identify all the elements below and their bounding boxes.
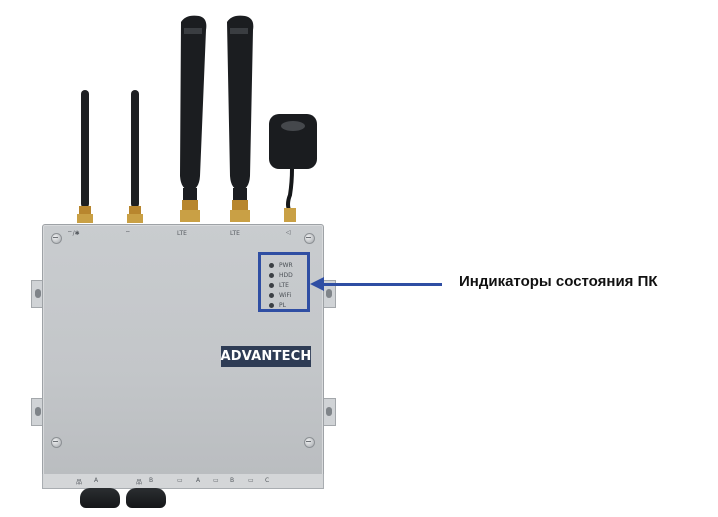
antenna-label-lte-left: LTE bbox=[177, 230, 187, 237]
serial-port-icon: ▭ bbox=[248, 477, 254, 484]
gps-antenna bbox=[269, 114, 317, 222]
led-label: HDD bbox=[279, 272, 293, 279]
led-row-pl: PL bbox=[269, 301, 286, 310]
led-row-hdd: HDD bbox=[269, 271, 293, 280]
screw bbox=[51, 233, 62, 244]
led-row-wifi: WiFi bbox=[269, 291, 291, 300]
led-dot bbox=[269, 293, 274, 298]
led-label: PWR bbox=[279, 262, 293, 269]
bottom-port-label-a2: A bbox=[196, 477, 201, 484]
screw bbox=[304, 233, 315, 244]
lte-antenna-right bbox=[227, 15, 254, 222]
lte-antenna-left bbox=[180, 15, 207, 222]
ethernet-icon: 品 bbox=[136, 479, 143, 486]
serial-port-icon: ▭ bbox=[213, 477, 219, 484]
led-label: LTE bbox=[279, 282, 289, 289]
screw bbox=[51, 437, 62, 448]
bottom-port-label-c: C bbox=[265, 477, 270, 484]
gps-icon: ◁ bbox=[286, 229, 291, 236]
brand-logo-text: ADVANTECH bbox=[220, 349, 312, 364]
cable-gland bbox=[126, 488, 166, 508]
wifi-antenna-right bbox=[127, 90, 143, 223]
serial-port-icon: ▭ bbox=[177, 477, 183, 484]
screw bbox=[304, 437, 315, 448]
bottom-port-label-b: B bbox=[149, 477, 154, 484]
led-label: PL bbox=[279, 302, 286, 309]
antenna-label-lte-right: LTE bbox=[230, 230, 240, 237]
led-dot bbox=[269, 263, 274, 268]
led-dot bbox=[269, 283, 274, 288]
ethernet-icon: 品 bbox=[76, 479, 83, 486]
wifi-antenna-left bbox=[77, 90, 93, 223]
wifi-icon: ⌔ bbox=[125, 230, 131, 237]
status-led-highlight: PWR HDD LTE WiFi PL bbox=[258, 252, 310, 312]
wifi-bluetooth-icon: ⌔/✱ bbox=[67, 230, 80, 237]
led-row-lte: LTE bbox=[269, 281, 289, 290]
callout-arrowhead bbox=[310, 277, 324, 291]
led-dot bbox=[269, 273, 274, 278]
led-dot bbox=[269, 303, 274, 308]
cable-gland bbox=[80, 488, 120, 508]
led-row-pwr: PWR bbox=[269, 261, 293, 270]
led-label: WiFi bbox=[279, 292, 292, 299]
bottom-port-label-a: A bbox=[94, 477, 99, 484]
brand-logo: ADVANTECH bbox=[221, 346, 311, 367]
callout-label: Индикаторы состояния ПК bbox=[459, 273, 658, 290]
bottom-port-label-b2: B bbox=[230, 477, 235, 484]
device-bottom-edge bbox=[42, 474, 324, 489]
callout-line bbox=[320, 283, 442, 286]
